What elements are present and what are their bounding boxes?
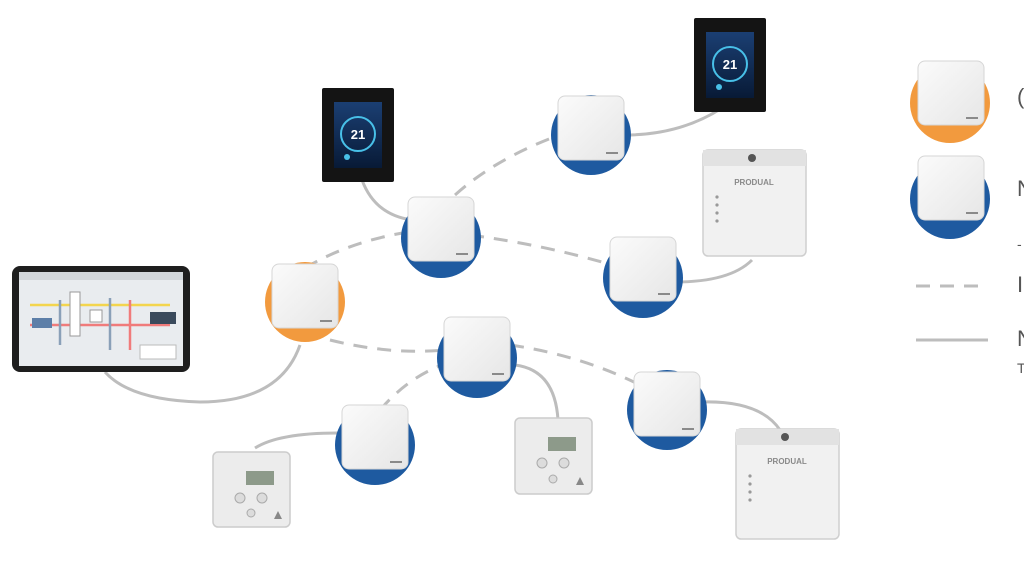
wireless-link bbox=[329, 338, 446, 353]
legend-label-dashed-prefix: - bbox=[1017, 236, 1022, 252]
legend-label-dashed: I bbox=[1017, 272, 1024, 297]
legend-gateway-symbol bbox=[910, 60, 990, 143]
wired-link bbox=[514, 363, 560, 421]
mesh-node bbox=[437, 316, 517, 398]
wireless-link bbox=[509, 343, 641, 387]
touch-panel-value: 21 bbox=[723, 57, 737, 72]
touch-panel-left: 21 bbox=[322, 88, 394, 182]
wired-link bbox=[360, 179, 413, 222]
wired-links bbox=[103, 106, 782, 450]
mesh-node bbox=[335, 404, 415, 485]
brand-label: PRODUAL bbox=[767, 457, 807, 466]
room-thermostat-left bbox=[212, 451, 291, 528]
brand-label: PRODUAL bbox=[734, 178, 774, 187]
controller-box-top: PRODUAL bbox=[702, 149, 807, 257]
legend-node-symbol bbox=[910, 155, 990, 239]
mesh-node bbox=[401, 196, 481, 278]
tablet-device bbox=[12, 266, 190, 372]
mesh-gateway-node bbox=[265, 262, 345, 342]
wired-link bbox=[254, 431, 346, 450]
wired-link bbox=[103, 344, 302, 404]
wired-link bbox=[674, 258, 754, 284]
room-thermostat-middle bbox=[514, 417, 593, 495]
wireless-link bbox=[469, 233, 613, 267]
tablet-screen-schematic bbox=[30, 298, 170, 350]
mesh-node bbox=[627, 370, 707, 450]
wired-link bbox=[699, 400, 782, 431]
legend-label-node: N bbox=[1017, 176, 1024, 202]
legend-label-gateway: ( bbox=[1017, 84, 1024, 109]
touch-panel-right: 21 bbox=[694, 18, 766, 112]
mesh-node bbox=[603, 236, 683, 318]
wired-link bbox=[624, 106, 723, 137]
mesh-node bbox=[551, 95, 631, 175]
legend bbox=[910, 60, 990, 342]
legend-label-solid-suffix: T bbox=[1017, 360, 1024, 376]
controller-box-bottom: PRODUAL bbox=[735, 428, 840, 540]
touch-panel-value: 21 bbox=[351, 127, 365, 142]
legend-label-solid: N bbox=[1017, 326, 1024, 352]
